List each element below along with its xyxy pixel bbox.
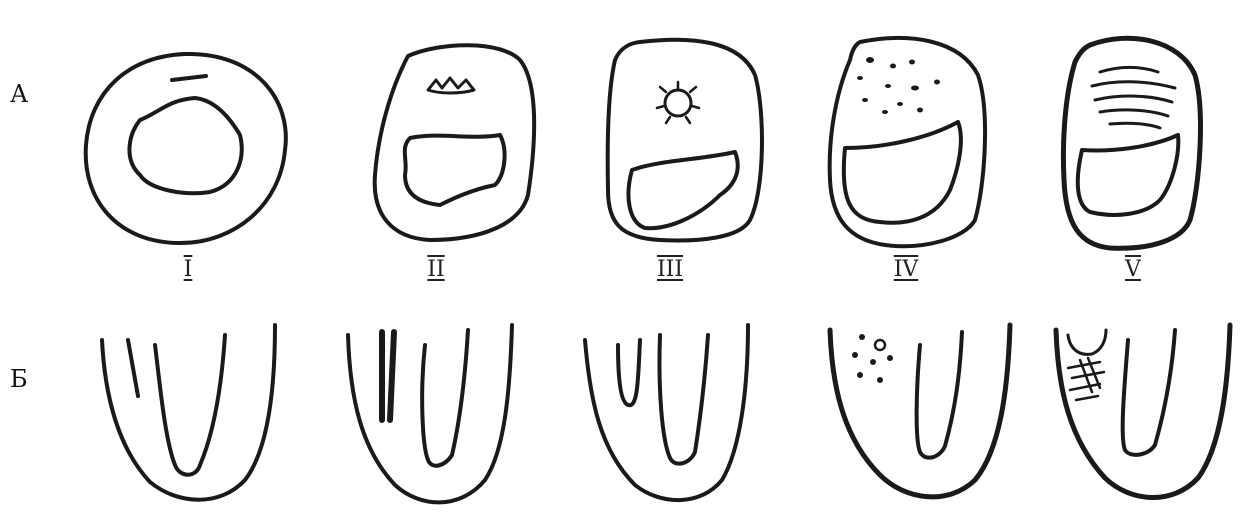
pigment-dots-iv-long xyxy=(852,334,893,383)
long-section-3 xyxy=(585,325,748,500)
cross-section-5 xyxy=(1063,38,1200,248)
cross-section-3 xyxy=(608,40,762,241)
cross-section-2 xyxy=(375,45,534,240)
cross-section-1 xyxy=(86,54,286,243)
pigment-dots-iv xyxy=(857,57,940,114)
fiber-marks-v xyxy=(1092,68,1175,129)
long-section-4 xyxy=(830,325,1010,497)
long-section-2 xyxy=(348,325,512,502)
long-section-1 xyxy=(102,325,275,500)
cross-section-4 xyxy=(830,38,985,246)
long-section-5 xyxy=(1056,325,1230,498)
fiber-marks-v-long xyxy=(1068,358,1104,400)
